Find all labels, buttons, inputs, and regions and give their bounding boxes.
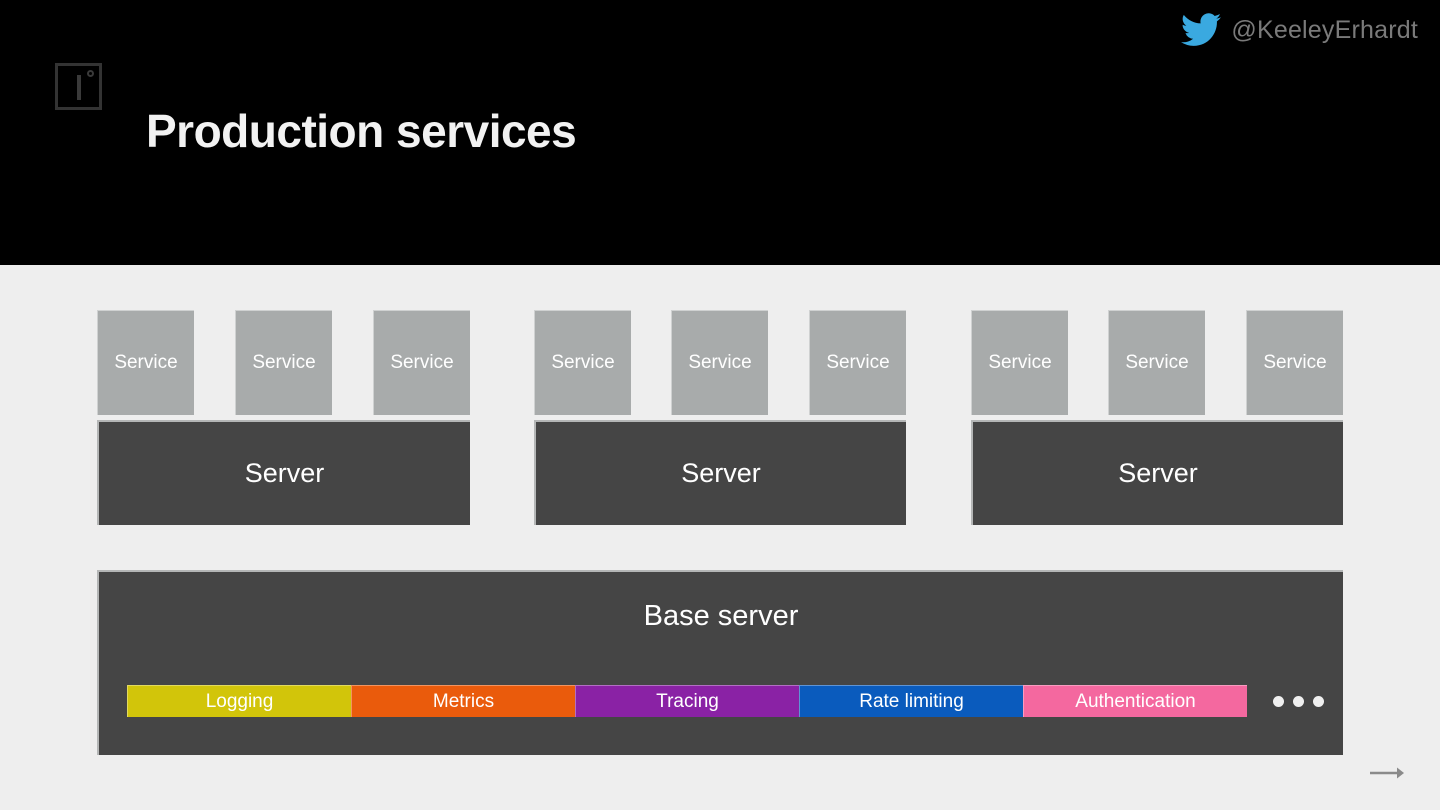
more-capabilities-ellipsis	[1273, 695, 1324, 707]
capability-block: Authentication	[1023, 685, 1247, 717]
twitter-attribution: @KeeleyErhardt	[1181, 13, 1418, 47]
base-server-block: Base server Logging Metrics Tracing Rate li…	[97, 570, 1343, 755]
service-box: Service	[671, 310, 768, 415]
server-box: Server	[971, 420, 1343, 525]
capability-label: Metrics	[432, 690, 495, 712]
server-box: Server	[97, 420, 470, 525]
server-box: Server	[534, 420, 906, 525]
service-box: Service	[971, 310, 1068, 415]
capability-label: Tracing	[656, 690, 719, 712]
capability-block: Logging	[127, 685, 351, 717]
service-box: Service	[1246, 310, 1343, 415]
server-label: Server	[681, 458, 761, 488]
base-server-label: Base server	[643, 600, 799, 632]
deck-logo-bar	[76, 75, 81, 100]
service-box: Service	[534, 310, 631, 415]
capability-label: Rate limiting	[859, 690, 964, 712]
service-box: Service	[809, 310, 906, 415]
service-box: Service	[1108, 310, 1205, 415]
capability-label: Logging	[205, 690, 274, 712]
capability-block: Tracing	[575, 685, 799, 717]
capability-block: Metrics	[351, 685, 575, 717]
arrow-right-icon[interactable]	[1369, 766, 1405, 780]
ellipsis-dot	[1293, 695, 1304, 707]
ellipsis-dot	[1313, 695, 1324, 707]
server-label: Server	[244, 458, 325, 488]
deck-logo-icon	[55, 63, 102, 110]
twitter-handle-text: @KeeleyErhardt	[1231, 15, 1418, 44]
capability-block: Rate limiting	[799, 685, 1023, 717]
page-title: Production services	[146, 105, 577, 157]
service-label: Service	[1125, 352, 1189, 373]
capability-label: Authentication	[1075, 690, 1196, 712]
service-label: Service	[390, 352, 454, 373]
ellipsis-dot	[1273, 695, 1284, 707]
service-label: Service	[114, 352, 178, 373]
twitter-bird-icon	[1181, 13, 1222, 46]
service-box: Service	[373, 310, 470, 415]
capability-bar: Logging Metrics Tracing Rate limiting Authen…	[127, 685, 1324, 717]
service-label: Service	[826, 352, 890, 373]
service-label: Service	[1263, 352, 1327, 373]
service-label: Service	[688, 352, 752, 373]
server-label: Server	[1118, 458, 1198, 488]
slide-header-band: @KeeleyErhardt Production services	[0, 0, 1440, 265]
service-box: Service	[97, 310, 194, 415]
service-label: Service	[988, 352, 1052, 373]
service-label: Service	[252, 352, 316, 373]
service-label: Service	[551, 352, 615, 373]
service-box: Service	[235, 310, 332, 415]
deck-logo-dot	[87, 70, 94, 77]
